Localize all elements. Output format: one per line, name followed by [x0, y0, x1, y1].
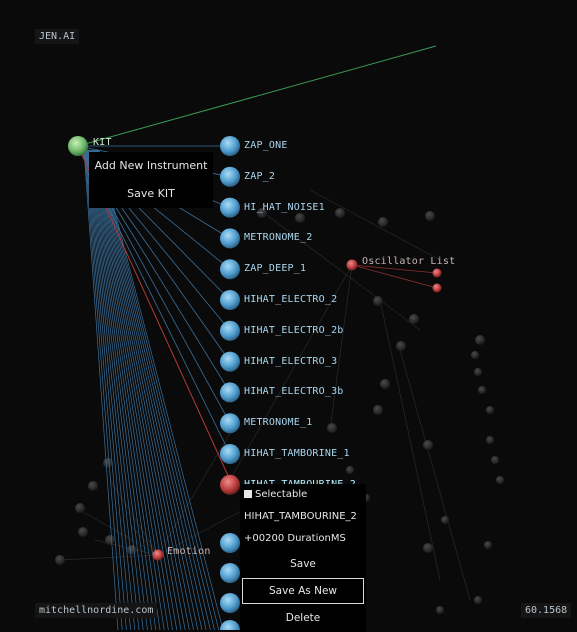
instrument-node[interactable] — [220, 413, 240, 434]
kit-fan-link — [86, 149, 136, 630]
instrument-editor-panel: Selectable HIHAT_TAMBOURINE_2 +00200 Dur… — [240, 484, 366, 632]
selectable-row[interactable]: Selectable — [240, 484, 366, 506]
kit-fan-link — [89, 149, 157, 630]
instrument-node[interactable] — [220, 197, 240, 218]
kit-node-label: KIT — [93, 137, 112, 148]
site-credit[interactable]: mitchellnordine.com — [35, 603, 158, 618]
kit-fan-link — [95, 149, 203, 630]
instrument-node-partial[interactable] — [220, 533, 240, 553]
instrument-label[interactable]: ZAP_2 — [244, 170, 276, 182]
instrument-label[interactable]: METRONOME_1 — [244, 417, 313, 429]
kit-fan-link — [90, 149, 169, 630]
kit-fan-link — [87, 149, 144, 630]
instrument-node-partial[interactable] — [220, 593, 240, 613]
oscillator-node[interactable] — [432, 268, 442, 278]
kit-fan-link — [89, 149, 161, 630]
instrument-node[interactable] — [220, 136, 240, 156]
save-kit-menu-item[interactable]: Save KIT — [127, 187, 175, 200]
instrument-label[interactable]: HIHAT_ELECTRO_3 — [244, 355, 338, 367]
kit-fan-link — [98, 149, 224, 630]
instrument-node[interactable] — [220, 228, 240, 249]
kit-fan-link — [97, 149, 215, 630]
emotion-node-label: Emotion — [167, 546, 211, 557]
background-nodes — [55, 208, 504, 614]
instrument-label[interactable]: METRONOME_2 — [244, 232, 313, 244]
instrument-label[interactable]: HIHAT_ELECTRO_3b — [244, 386, 344, 398]
kit-fan-link — [90, 149, 165, 630]
kit-context-menu: Add New Instrument Save KIT — [89, 152, 213, 208]
instrument-node[interactable] — [220, 259, 240, 280]
kit-fan-link — [87, 149, 148, 630]
save-as-new-button[interactable]: Save As New — [242, 578, 364, 604]
instrument-node[interactable] — [220, 351, 240, 372]
delete-button[interactable]: Delete — [285, 612, 321, 624]
instrument-label[interactable]: ZAP_ONE — [244, 140, 288, 151]
instrument-label[interactable]: HIHAT_TAMBORINE_1 — [244, 448, 350, 459]
kit-fan-link — [92, 149, 182, 630]
emotion-node[interactable] — [152, 549, 164, 561]
oscillator-list-node[interactable] — [346, 259, 358, 271]
duration-ms-field[interactable]: +00200 — [244, 533, 285, 544]
instrument-node[interactable] — [220, 290, 240, 310]
kit-fan-link — [96, 149, 207, 630]
kit-fan-link — [93, 149, 186, 630]
kit-fan-link — [95, 149, 199, 630]
kit-root-link — [77, 45, 437, 147]
instrument-label[interactable]: HI_HAT_NOISE1 — [244, 201, 325, 213]
kit-fan-link — [94, 149, 194, 630]
save-button[interactable]: Save — [290, 558, 316, 570]
kit-fan-link — [83, 149, 119, 630]
instrument-label[interactable]: HIHAT_ELECTRO_2 — [244, 294, 338, 305]
instrument-node[interactable] — [220, 320, 240, 341]
kit-node[interactable] — [68, 136, 88, 156]
fps-counter: 60.1568 — [521, 603, 572, 618]
instrument-name-field[interactable]: HIHAT_TAMBOURINE_2 — [244, 511, 357, 522]
oscillator-link — [351, 264, 438, 289]
oscillator-link — [351, 264, 438, 274]
instrument-label[interactable]: HIHAT_ELECTRO_2b — [244, 324, 344, 336]
instrument-node-partial[interactable] — [220, 563, 240, 583]
duration-row: +00200 DurationMS — [240, 528, 366, 550]
oscillator-list-label: Oscillator List — [362, 256, 456, 267]
instrument-node[interactable] — [220, 166, 240, 187]
kit-fan-link — [86, 149, 140, 630]
instrument-label[interactable]: ZAP_DEEP_1 — [244, 263, 307, 275]
kit-fan-link — [88, 149, 152, 630]
selectable-label: Selectable — [255, 489, 308, 500]
oscillator-node[interactable] — [432, 283, 442, 293]
add-new-instrument-menu-item[interactable]: Add New Instrument — [94, 159, 208, 172]
kit-fan-link — [98, 149, 220, 630]
kit-fan-link — [85, 149, 131, 630]
instrument-node[interactable] — [220, 382, 240, 403]
duration-ms-label: DurationMS — [287, 533, 346, 544]
kit-fan-link — [93, 149, 190, 630]
brand-tag: JEN.AI — [35, 29, 80, 44]
instrument-node-partial[interactable] — [220, 620, 240, 630]
kit-fan-link — [84, 149, 127, 630]
kit-fan-link — [84, 149, 123, 630]
selectable-checkbox[interactable] — [244, 490, 252, 498]
kit-fan-link — [92, 149, 178, 630]
instrument-node[interactable] — [220, 444, 240, 464]
selected-instrument-node[interactable] — [220, 474, 240, 495]
